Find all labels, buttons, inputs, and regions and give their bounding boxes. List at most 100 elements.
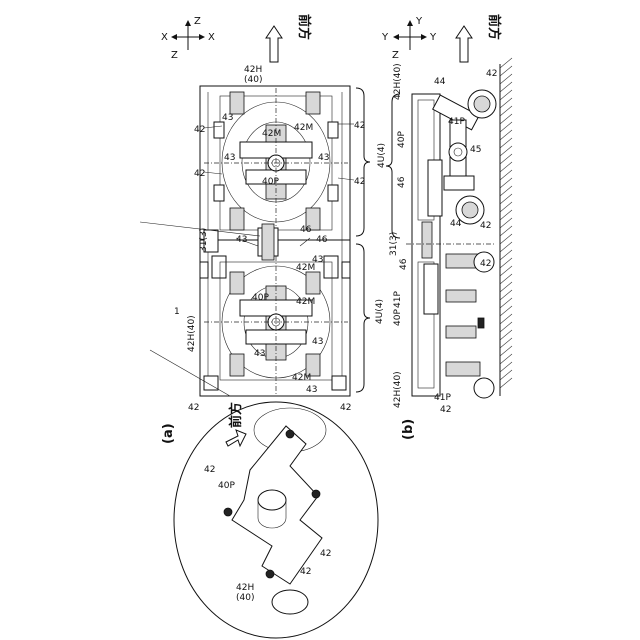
label-44-b1: 44 bbox=[434, 77, 446, 87]
label-40P-inset: 40P bbox=[218, 481, 235, 491]
label-43-a6: 43 bbox=[312, 337, 323, 347]
label-4U-a2: 4U(4) bbox=[375, 299, 385, 324]
axis-b-right: Y bbox=[429, 32, 437, 43]
ground bbox=[500, 58, 512, 396]
label-40P-b1: 40P bbox=[397, 131, 407, 148]
label-42-inset2: 42 bbox=[320, 549, 331, 559]
panel-b-label: (b) bbox=[401, 419, 416, 440]
ground-hatch bbox=[500, 114, 512, 124]
forward-label-b: 前方 bbox=[486, 14, 502, 40]
ground-hatch bbox=[500, 234, 512, 244]
ground-hatch bbox=[500, 202, 512, 212]
ground-hatch bbox=[500, 354, 512, 364]
axis-b-top: Y bbox=[415, 16, 423, 27]
ground-hatch bbox=[500, 186, 512, 196]
ground-hatch bbox=[500, 98, 512, 108]
label-42M-a2: 42M bbox=[294, 123, 313, 133]
ground-hatch bbox=[500, 330, 512, 340]
label-46-a1: 46 bbox=[300, 225, 312, 235]
ground-hatch bbox=[500, 362, 512, 372]
panel-a-label: (a) bbox=[161, 423, 176, 444]
label-40-inset: (40) bbox=[236, 593, 254, 603]
ground-hatch bbox=[500, 138, 512, 148]
axis-a-left: X bbox=[161, 32, 168, 43]
label-46-a2: 46 bbox=[316, 235, 328, 245]
ground-hatch bbox=[500, 298, 512, 308]
ground-hatch bbox=[500, 154, 512, 164]
ground-hatch bbox=[500, 90, 512, 100]
ground-hatch bbox=[500, 226, 512, 236]
ground-hatch bbox=[500, 266, 512, 276]
label-42-b4: 42 bbox=[440, 405, 451, 415]
label-43-a2: 43 bbox=[224, 153, 235, 163]
ground-hatch bbox=[500, 82, 512, 92]
label-44-b2: 44 bbox=[450, 219, 462, 229]
label-43-a4: 43 bbox=[236, 235, 247, 245]
label-40P-b2: 40P bbox=[393, 309, 403, 326]
ground-hatch bbox=[500, 218, 512, 228]
ground-hatch bbox=[500, 66, 512, 76]
forward-arrow-b: 前方 bbox=[456, 14, 502, 62]
ground-hatch bbox=[500, 178, 512, 188]
label-42M-a5: 42M bbox=[292, 373, 311, 383]
label-43-a3: 43 bbox=[318, 153, 329, 163]
label-42-a5: 42 bbox=[188, 403, 199, 413]
panel-a: Z X X Z 前方 bbox=[140, 14, 387, 638]
ground-hatch bbox=[500, 130, 512, 140]
ground-hatch bbox=[500, 338, 512, 348]
label-43-a7: 43 bbox=[254, 349, 265, 359]
label-40P-a1: 40P bbox=[262, 177, 279, 187]
vehicle-side-view bbox=[406, 90, 496, 398]
label-4U-a1: 4U(4) bbox=[377, 143, 387, 168]
label-31-a: 31(3) bbox=[199, 228, 209, 252]
label-42-inset3: 42 bbox=[300, 567, 311, 577]
forward-arrow-a: 前方 bbox=[266, 14, 312, 62]
ground-hatch bbox=[500, 346, 512, 356]
ground-hatch bbox=[500, 194, 512, 204]
axis-indicator-a: Z X X Z bbox=[161, 16, 215, 61]
ground-hatch bbox=[500, 290, 512, 300]
axis-b-bottom: Z bbox=[392, 50, 399, 61]
label-31-b: 31(3) bbox=[389, 232, 399, 256]
ground-hatch bbox=[500, 370, 512, 380]
ground-hatch bbox=[500, 170, 512, 180]
label-42-a3: 42 bbox=[354, 121, 365, 131]
label-40-top: (40) bbox=[244, 75, 262, 85]
label-42H40-b2: 42H(40) bbox=[393, 371, 403, 408]
label-42-a2: 42 bbox=[194, 169, 205, 179]
label-43-a8: 43 bbox=[306, 385, 317, 395]
connector-31 bbox=[200, 224, 350, 278]
ground-hatch bbox=[500, 306, 512, 316]
perspective-inset: 前方 42 40P 42 42 42H (40) bbox=[174, 402, 378, 638]
axis-indicator-b: Y Y Y Z bbox=[381, 16, 437, 61]
panel-b: Y Y Y Z 前方 bbox=[381, 14, 512, 440]
ground-hatch bbox=[500, 242, 512, 252]
label-42-a4: 42 bbox=[354, 177, 365, 187]
forward-label-inset: 前方 bbox=[228, 402, 244, 428]
label-46-b2: 46 bbox=[399, 258, 409, 270]
label-42-b3: 42 bbox=[480, 259, 491, 269]
label-41P-b1: 41P bbox=[448, 117, 465, 127]
axis-a-bottom: Z bbox=[171, 50, 178, 61]
ground-hatch bbox=[500, 282, 512, 292]
ground-hatch bbox=[500, 258, 512, 268]
label-40P-a2: 40P bbox=[252, 293, 269, 303]
axis-a-right: X bbox=[208, 32, 215, 43]
ground-hatch bbox=[500, 250, 512, 260]
label-42H-inset: 42H bbox=[236, 583, 254, 593]
label-42H40-a: 42H(40) bbox=[187, 315, 197, 352]
ground-hatch bbox=[500, 274, 512, 284]
label-45: 45 bbox=[470, 145, 481, 155]
ground-hatch bbox=[500, 74, 512, 84]
labels-a: 42H (40) 43 43 42M 42M 40P 43 42 42 42 4… bbox=[174, 65, 387, 413]
label-41P-b3: 41P bbox=[434, 393, 451, 403]
ground-hatch bbox=[500, 314, 512, 324]
forward-label-a: 前方 bbox=[296, 14, 312, 40]
ground-hatch bbox=[500, 58, 512, 68]
label-42H40-b1: 42H(40) bbox=[393, 63, 403, 100]
label-41P-b2: 41P bbox=[393, 291, 403, 308]
label-43-a1: 43 bbox=[222, 113, 233, 123]
axis-b-left: Y bbox=[381, 32, 389, 43]
